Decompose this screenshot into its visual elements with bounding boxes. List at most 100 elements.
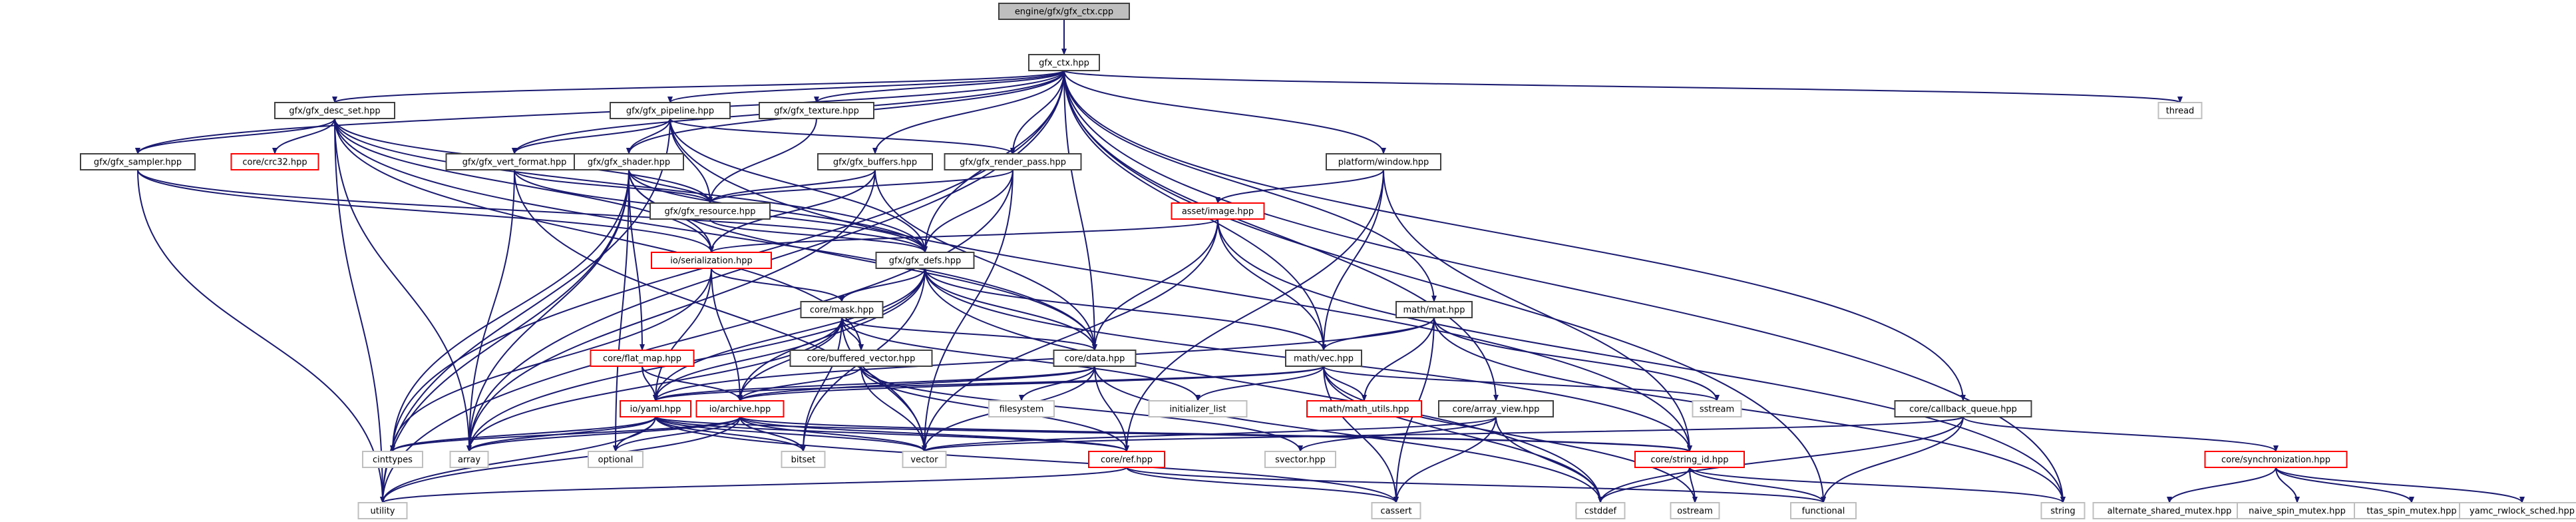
node-label: gfx/gfx_defs.hpp [889,256,961,266]
edge-gfx-ctx-to-window [1063,70,1386,154]
node-ref[interactable]: core/ref.hpp [1088,451,1165,468]
node-flat-map[interactable]: core/flat_map.hpp [590,350,695,367]
node-box [759,102,874,119]
edge-synchronization-to-yamc-rwlock-sched [2275,467,2525,503]
node-label: math/vec.hpp [1294,354,1354,364]
node-utility: utility [357,502,408,519]
node-shader[interactable]: gfx/gfx_shader.hpp [574,153,684,170]
node-label: ttas_spin_mutex.hpp [2366,507,2456,517]
edge-mask-to-array [466,317,842,452]
node-vert-format[interactable]: gfx/gfx_vert_format.hpp [445,153,584,170]
node-defs[interactable]: gfx/gfx_defs.hpp [875,252,975,269]
node-resource[interactable]: gfx/gfx_resource.hpp [649,202,771,220]
node-image[interactable]: asset/image.hpp [1171,202,1265,220]
node-box [1438,400,1554,417]
node-array-view[interactable]: core/array_view.hpp [1438,400,1554,417]
edge-image-to-serialization [709,218,1218,253]
edge-ref-to-utility [380,467,1127,503]
edge-vec-to-ostream [1323,366,1698,503]
edge-desc-set-to-defs [334,118,928,253]
node-label: cinttypes [373,455,413,465]
node-naive-spin-mutex: naive_spin_mutex.hpp [2237,502,2358,519]
node-box [357,502,408,519]
node-box [1171,202,1265,220]
edge-buffers-to-serialization [709,169,876,253]
node-callback-queue[interactable]: core/callback_queue.hpp [1894,400,2032,417]
node-synchronization[interactable]: core/synchronization.hpp [2204,451,2348,468]
node-box [1371,502,1421,519]
edge-image-to-string [1217,218,2066,503]
edge-gfx-ctx-to-mat [1063,70,1437,302]
edge-desc-set-to-data [334,118,1097,351]
edge-vec-to-sstream [1323,366,1720,401]
edge-data-to-filesystem [1019,366,1095,401]
edge-buffers-to-array [466,169,876,452]
edge-gfx-ctx-to-functional [1063,70,1826,503]
node-archive[interactable]: io/archive.hpp [695,400,785,417]
node-label: core/buffered_vector.hpp [807,354,916,364]
node-gfx-ctx[interactable]: gfx_ctx.hpp [1028,54,1100,71]
node-mask[interactable]: core/mask.hpp [800,301,884,318]
node-label: math/math_utils.hpp [1319,405,1409,415]
node-label: math/mat.hpp [1403,306,1465,316]
edge-mask-to-data [841,317,1097,351]
node-box [588,451,644,468]
edge-mat-to-sstream [1433,317,1720,401]
node-window[interactable]: platform/window.hpp [1326,153,1441,170]
edge-gfx-ctx-to-render-pass [1010,70,1065,154]
node-buffered-vector[interactable]: core/buffered_vector.hpp [789,350,933,367]
edge-gfx-ctx-to-thread [1063,70,2183,103]
node-buffers[interactable]: gfx/gfx_buffers.hpp [817,153,933,170]
node-label: core/string_id.hpp [1650,455,1728,465]
node-desc-set[interactable]: gfx/gfx_desc_set.hpp [274,102,395,119]
node-root[interactable]: engine/gfx/gfx_ctx.cpp [998,3,1130,20]
edge-gfx-ctx-to-callback-queue [1063,70,1966,401]
node-pipeline[interactable]: gfx/gfx_pipeline.hpp [610,102,731,119]
edge-render-pass-to-utility [380,169,1013,503]
edge-data-to-archive [737,366,1095,401]
edge-yaml-to-utility [380,416,656,503]
node-math-utils[interactable]: math/math_utils.hpp [1306,400,1422,417]
node-data[interactable]: core/data.hpp [1053,350,1137,367]
edge-callback-queue-to-synchronization [1962,416,2279,452]
node-serialization[interactable]: io/serialization.hpp [651,252,772,269]
edge-vec-to-initializer-list [1195,366,1324,401]
edge-buffered-vector-to-vector [860,366,927,452]
edge-flat-map-to-yaml [642,366,658,401]
edge-desc-set-to-crc32 [272,118,335,154]
node-box [944,153,1082,170]
node-cassert: cassert [1371,502,1421,519]
node-vec[interactable]: math/vec.hpp [1285,350,1362,367]
edge-array-view-to-vector [922,416,1497,452]
node-label: gfx/gfx_pipeline.hpp [626,107,714,117]
node-label: core/synchronization.hpp [2221,455,2330,465]
node-box [80,153,196,170]
node-box [1285,350,1362,367]
edge-defs-to-data [924,268,1097,351]
edge-archive-to-cinttypes [390,416,741,452]
edge-callback-queue-to-cstddef [1598,416,1964,503]
node-label: vector [910,455,938,465]
edge-pipeline-to-render-pass [669,118,1015,154]
node-box [620,400,691,417]
node-box [1790,502,1857,519]
node-box [449,451,489,468]
edge-string-id-to-cstddef [1598,467,1690,503]
node-box [800,301,884,318]
node-initializer-list: initializer_list [1148,400,1248,417]
node-cinttypes: cinttypes [362,451,423,468]
node-label: alternate_shared_mutex.hpp [2108,507,2232,517]
node-crc32[interactable]: core/crc32.hpp [230,153,319,170]
node-yaml[interactable]: io/yaml.hpp [620,400,691,417]
edge-vert-format-to-resource [514,169,713,204]
edge-string-id-to-string [1689,467,2066,503]
node-texture[interactable]: gfx/gfx_texture.hpp [759,102,874,119]
node-mat[interactable]: math/mat.hpp [1395,301,1473,318]
edge-yaml-to-cinttypes [390,416,656,452]
node-label: gfx/gfx_desc_set.hpp [289,107,380,117]
node-string-id[interactable]: core/string_id.hpp [1634,451,1745,468]
node-render-pass[interactable]: gfx/gfx_render_pass.hpp [944,153,1082,170]
edge-render-pass-to-vector [922,169,1013,452]
node-sampler[interactable]: gfx/gfx_sampler.hpp [80,153,196,170]
edge-synchronization-to-ttas-spin-mutex [2275,467,2414,503]
